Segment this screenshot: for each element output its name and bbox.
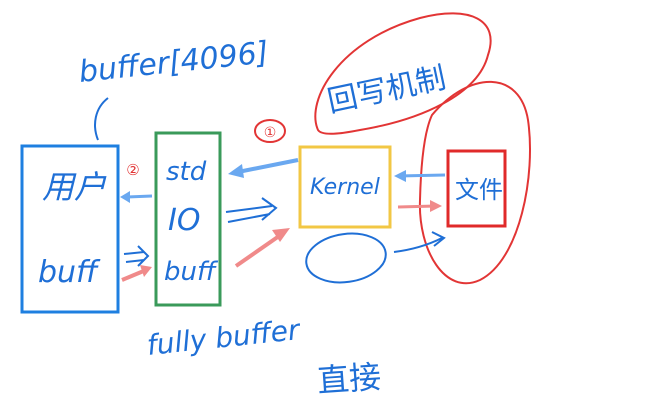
arrowhead: [120, 191, 130, 203]
writeback-label: 回写机制: [324, 61, 449, 120]
file-loop: [418, 80, 531, 285]
arrow-stdio-to-kernel: [234, 232, 284, 268]
direct-path-arrow: [393, 231, 446, 253]
file-box: [446, 149, 507, 228]
marker-1-circle: [254, 119, 286, 143]
arrowhead: [140, 265, 152, 277]
arrowhead: [394, 170, 406, 182]
kernel-label: Kernel: [310, 175, 380, 200]
arrow-kernel-to-stdio: [237, 158, 299, 174]
stdio-label-line3: buff: [164, 257, 219, 287]
marker-2-label: ②: [126, 161, 139, 179]
arrow-stdio-to-kernel-sketch: [225, 197, 278, 223]
writeback-bubble: [314, 12, 492, 135]
stdio-label-line2: IO: [168, 203, 200, 238]
fully-buffer-label: fully buffer: [145, 313, 302, 362]
arrow-user-to-stdio-sketch: [123, 245, 150, 267]
user-buffer-label-line2: buff: [38, 255, 101, 290]
buffer-label-hook: [94, 97, 109, 141]
arrowhead: [228, 164, 244, 178]
user-buffer-label-line1: 用户: [42, 168, 107, 206]
arrow-user-to-stdio: [121, 268, 147, 282]
user-buffer-box: [20, 144, 120, 314]
stdio-label-line1: std: [166, 157, 207, 187]
arrow-kernel-to-file: [397, 204, 437, 209]
direct-path-ellipse: [305, 232, 387, 284]
arrow-stdio-to-user: [125, 194, 153, 199]
stdio-buffer-box: [154, 131, 222, 307]
kernel-box: [298, 145, 392, 229]
arrowhead: [430, 200, 442, 212]
direct-label: 直接: [316, 358, 383, 400]
arrowhead: [272, 228, 290, 242]
marker-1-label: ①: [264, 125, 277, 141]
buffer-size-label: buffer[4096]: [77, 35, 270, 90]
file-label: 文件: [455, 176, 503, 204]
